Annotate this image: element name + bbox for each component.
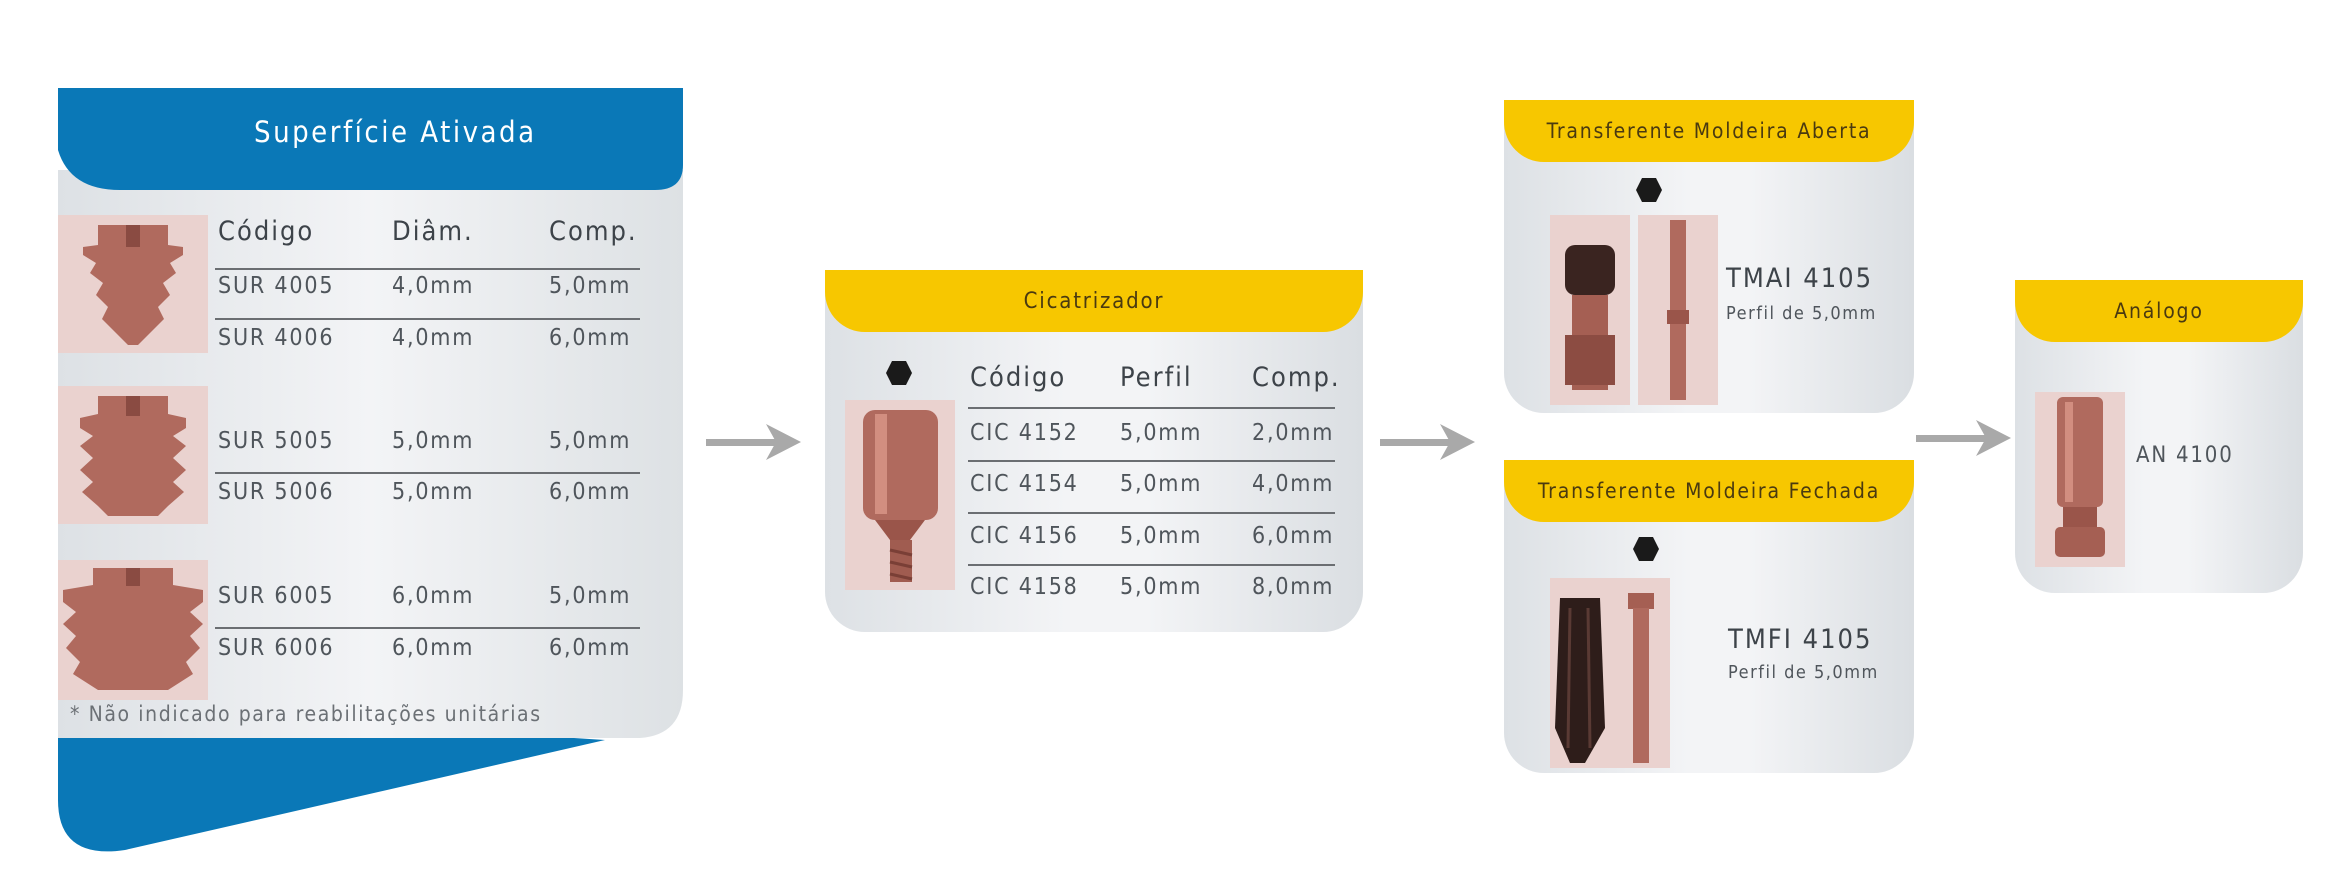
superficie-header-codigo: Código — [218, 216, 315, 247]
cicatrizador-row-code: CIC 4158 — [970, 574, 1079, 600]
divider — [215, 268, 640, 270]
superficie-row-diam: 4,0mm — [392, 273, 475, 299]
cicatrizador-row-perfil: 5,0mm — [1120, 420, 1203, 446]
cicatrizador-row-comp: 4,0mm — [1252, 471, 1335, 497]
transferente-aberta-title: Transferente Moldeira Aberta — [1546, 119, 1872, 143]
cicatrizador-row-code: CIC 4154 — [970, 471, 1079, 497]
superficie-row-comp: 5,0mm — [549, 428, 632, 454]
superficie-row-comp: 5,0mm — [549, 583, 632, 609]
superficie-row-diam: 5,0mm — [392, 479, 475, 505]
transferente-fechada-title: Transferente Moldeira Fechada — [1537, 479, 1881, 503]
divider — [215, 318, 640, 320]
transferente-aberta-sub: Perfil de 5,0mm — [1726, 303, 1877, 324]
divider — [215, 627, 640, 629]
cicatrizador-header-comp: Comp. — [1252, 362, 1341, 393]
superficie-row-diam: 6,0mm — [392, 635, 475, 661]
cicatrizador-image — [845, 400, 955, 590]
superficie-row-code: SUR 4005 — [218, 273, 335, 299]
transferente-fechada-header: Transferente Moldeira Fechada — [1504, 460, 1914, 522]
superficie-row-code: SUR 6006 — [218, 635, 335, 661]
cicatrizador-row-perfil: 5,0mm — [1120, 471, 1203, 497]
transferente-fechada-image — [1550, 578, 1670, 768]
cicatrizador-row-code: CIC 4152 — [970, 420, 1079, 446]
cicatrizador-row-perfil: 5,0mm — [1120, 574, 1203, 600]
analogo-header: Análogo — [2015, 280, 2303, 342]
cicatrizador-header: Cicatrizador — [825, 270, 1363, 332]
superficie-row-comp: 6,0mm — [549, 479, 632, 505]
transferente-fechada-sub: Perfil de 5,0mm — [1728, 662, 1879, 683]
arrow-right-icon — [706, 424, 801, 460]
implant-5mm-image — [58, 386, 208, 524]
hexagon-icon — [1636, 178, 1662, 202]
cicatrizador-row-comp: 6,0mm — [1252, 523, 1335, 549]
divider — [968, 564, 1335, 566]
cicatrizador-header-codigo: Código — [970, 362, 1067, 393]
superficie-row-comp: 6,0mm — [549, 635, 632, 661]
cicatrizador-row-comp: 8,0mm — [1252, 574, 1335, 600]
superficie-row-comp: 5,0mm — [549, 273, 632, 299]
superficie-row-diam: 5,0mm — [392, 428, 475, 454]
cicatrizador-title: Cicatrizador — [1023, 288, 1165, 314]
superficie-footnote: * Não indicado para reabilitações unitár… — [70, 702, 542, 726]
analogo-title: Análogo — [2114, 299, 2204, 323]
hexagon-icon — [1633, 537, 1659, 561]
divider — [215, 472, 640, 474]
cicatrizador-row-perfil: 5,0mm — [1120, 523, 1203, 549]
cicatrizador-row-code: CIC 4156 — [970, 523, 1079, 549]
superficie-row-diam: 6,0mm — [392, 583, 475, 609]
transferente-aberta-code: TMAI 4105 — [1726, 263, 1874, 294]
superficie-row-code: SUR 4006 — [218, 325, 335, 351]
divider — [968, 460, 1335, 462]
superficie-title: Superfície Ativada — [254, 115, 537, 149]
superficie-row-code: SUR 5006 — [218, 479, 335, 505]
superficie-header-diam: Diâm. — [392, 216, 474, 247]
superficie-row-code: SUR 6005 — [218, 583, 335, 609]
analogo-image — [2035, 392, 2125, 567]
transferente-aberta-image — [1550, 215, 1718, 405]
transferente-aberta-header: Transferente Moldeira Aberta — [1504, 100, 1914, 162]
arrow-right-icon — [1380, 424, 1475, 460]
superficie-row-code: SUR 5005 — [218, 428, 335, 454]
cicatrizador-row-comp: 2,0mm — [1252, 420, 1335, 446]
superficie-header-comp: Comp. — [549, 216, 638, 247]
hexagon-icon — [886, 361, 912, 385]
superficie-row-diam: 4,0mm — [392, 325, 475, 351]
superficie-row-comp: 6,0mm — [549, 325, 632, 351]
divider — [968, 512, 1335, 514]
cicatrizador-header-perfil: Perfil — [1120, 362, 1193, 393]
divider — [968, 407, 1335, 409]
implant-4mm-image — [58, 215, 208, 353]
implant-6mm-image — [58, 560, 208, 700]
superficie-card-bg — [58, 88, 683, 852]
arrow-right-icon — [1916, 420, 2011, 456]
analogo-code: AN 4100 — [2136, 443, 2234, 468]
transferente-fechada-code: TMFI 4105 — [1728, 624, 1873, 655]
